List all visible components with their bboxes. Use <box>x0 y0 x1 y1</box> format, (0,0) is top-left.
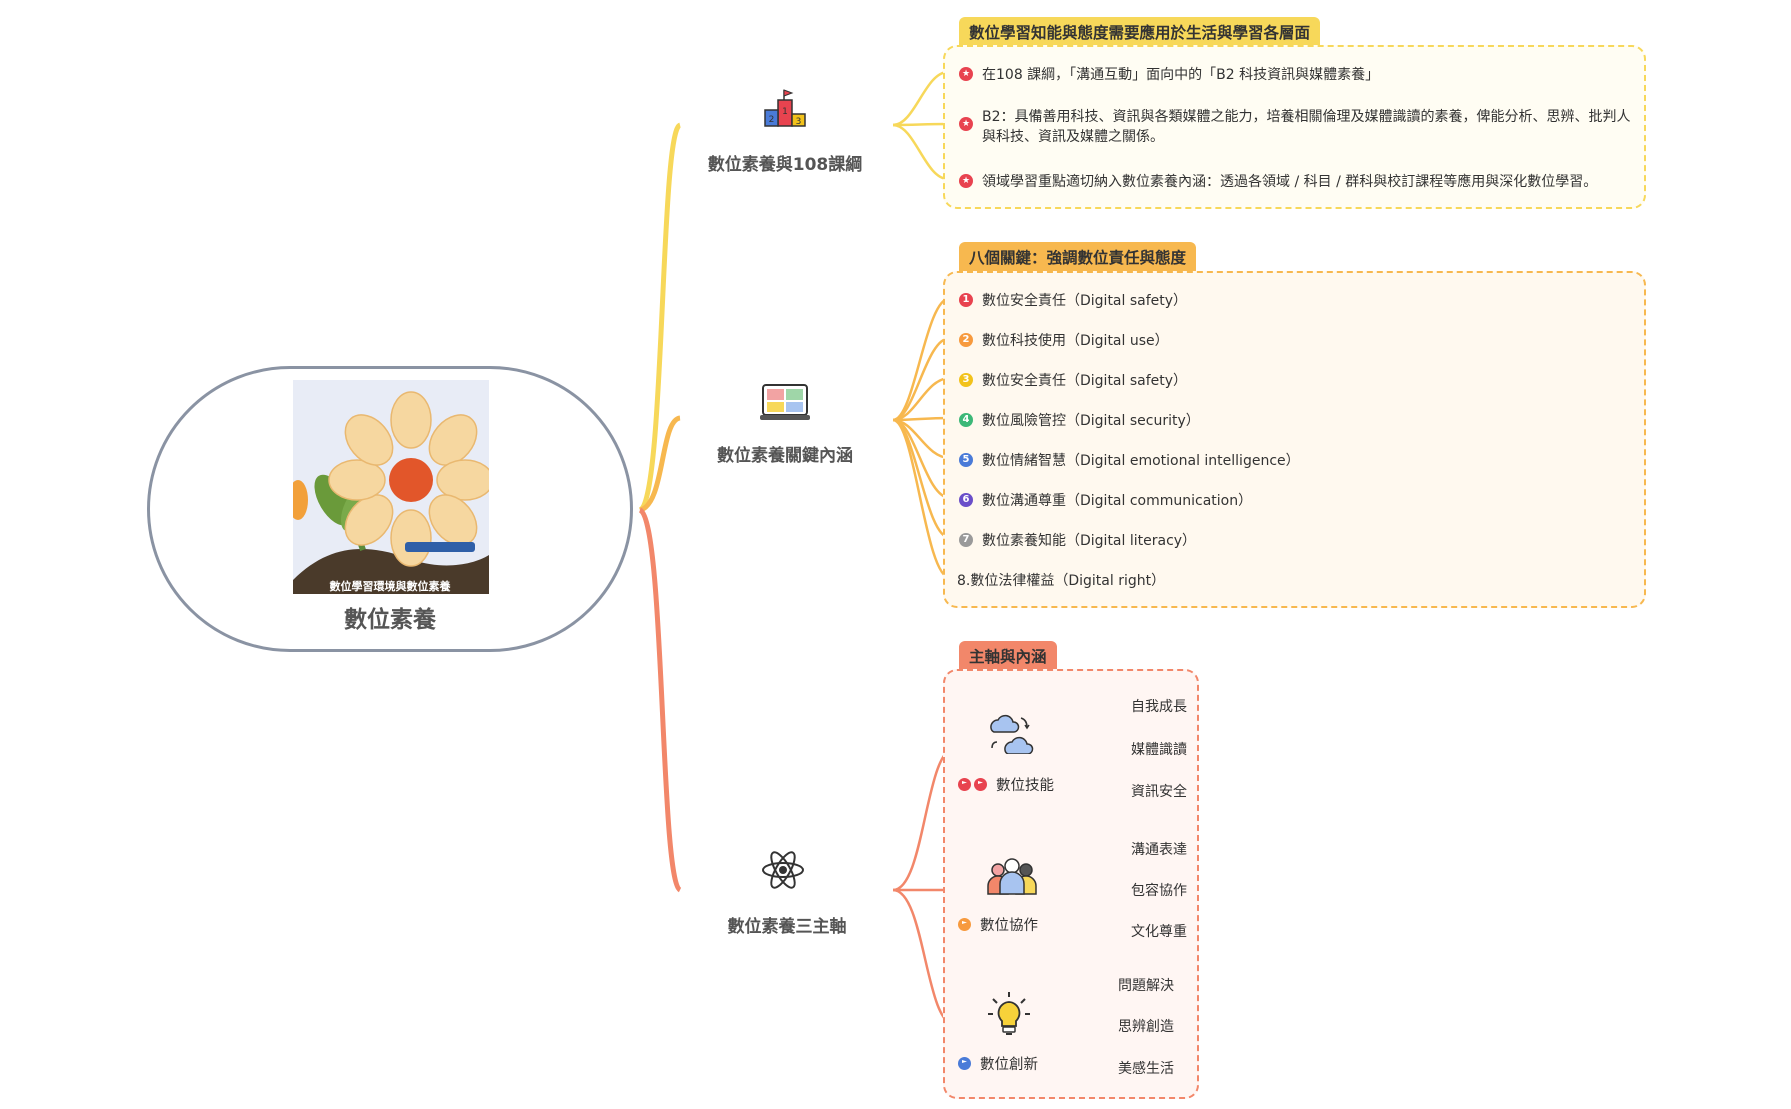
topic-three-axes[interactable]: 數位素養三主軸 <box>727 917 847 937</box>
central-flower-image <box>288 380 494 594</box>
box1-item[interactable]: ★在108 課綱，「溝通互動」面向中的「B2 科技資訊與媒體素養」 <box>959 64 1379 84</box>
video-call-icon <box>760 382 810 426</box>
svg-text:2: 2 <box>769 115 775 125</box>
people-icon <box>986 856 1038 900</box>
star-icon: ★ <box>959 174 973 188</box>
leaf-item[interactable]: 思辨創造 <box>1118 1019 1174 1035</box>
flag-icon <box>958 918 971 931</box>
central-image-caption: 數位學習環境與數位素養 <box>329 580 451 593</box>
svg-text:1: 1 <box>782 107 788 117</box>
atom-icon <box>761 848 805 896</box>
leaf-item[interactable]: 包容協作 <box>1131 883 1187 899</box>
podium-icon: 1 2 3 <box>763 88 807 136</box>
box1-title[interactable]: 數位學習知能與態度需要應用於生活與學習各層面 <box>959 17 1321 47</box>
star-icon: ★ <box>959 67 973 81</box>
cloud-sync-icon <box>985 710 1035 758</box>
box1-container <box>943 45 1646 209</box>
flag-icon <box>974 778 987 791</box>
svg-text:3: 3 <box>796 117 802 127</box>
leaf-item[interactable]: 美感生活 <box>1118 1061 1174 1077</box>
group-digital-collaboration[interactable]: 數位協作 <box>958 914 1038 935</box>
topic-curriculum[interactable]: 數位素養與108課綱 <box>707 155 863 175</box>
leaf-item[interactable]: 自我成長 <box>1131 699 1187 715</box>
box2-container <box>943 271 1646 608</box>
box2-item[interactable]: 8.數位法律權益（Digital right） <box>957 573 1166 589</box>
box1-item[interactable]: ★B2：具備善用科技、資訊與各類媒體之能力，培養相關倫理及媒體識讀的素養，俾能分… <box>959 107 1639 147</box>
box1-item[interactable]: ★領域學習重點適切納入數位素養內涵：透過各領域 / 科目 / 群科與校訂課程等應… <box>959 171 1597 191</box>
leaf-item[interactable]: 溝通表達 <box>1131 842 1187 858</box>
leaf-item[interactable]: 文化尊重 <box>1131 924 1187 940</box>
box2-title[interactable]: 八個關鍵：強調數位責任與態度 <box>959 242 1197 272</box>
star-icon: ★ <box>959 117 973 131</box>
leaf-item[interactable]: 媒體識讀 <box>1131 742 1187 758</box>
flag-icon <box>958 1057 971 1070</box>
flag-icon <box>958 778 971 791</box>
lightbulb-icon <box>987 990 1031 1042</box>
central-title: 數位素養 <box>344 607 436 633</box>
box3-title[interactable]: 主軸與內涵 <box>959 641 1057 671</box>
leaf-item[interactable]: 問題解決 <box>1118 978 1174 994</box>
box3-container <box>943 669 1199 1099</box>
group-digital-innovation[interactable]: 數位創新 <box>958 1053 1038 1074</box>
leaf-item[interactable]: 資訊安全 <box>1131 784 1187 800</box>
topic-key-contents[interactable]: 數位素養關鍵內涵 <box>717 446 853 466</box>
group-digital-skills[interactable]: 數位技能 <box>958 774 1054 795</box>
